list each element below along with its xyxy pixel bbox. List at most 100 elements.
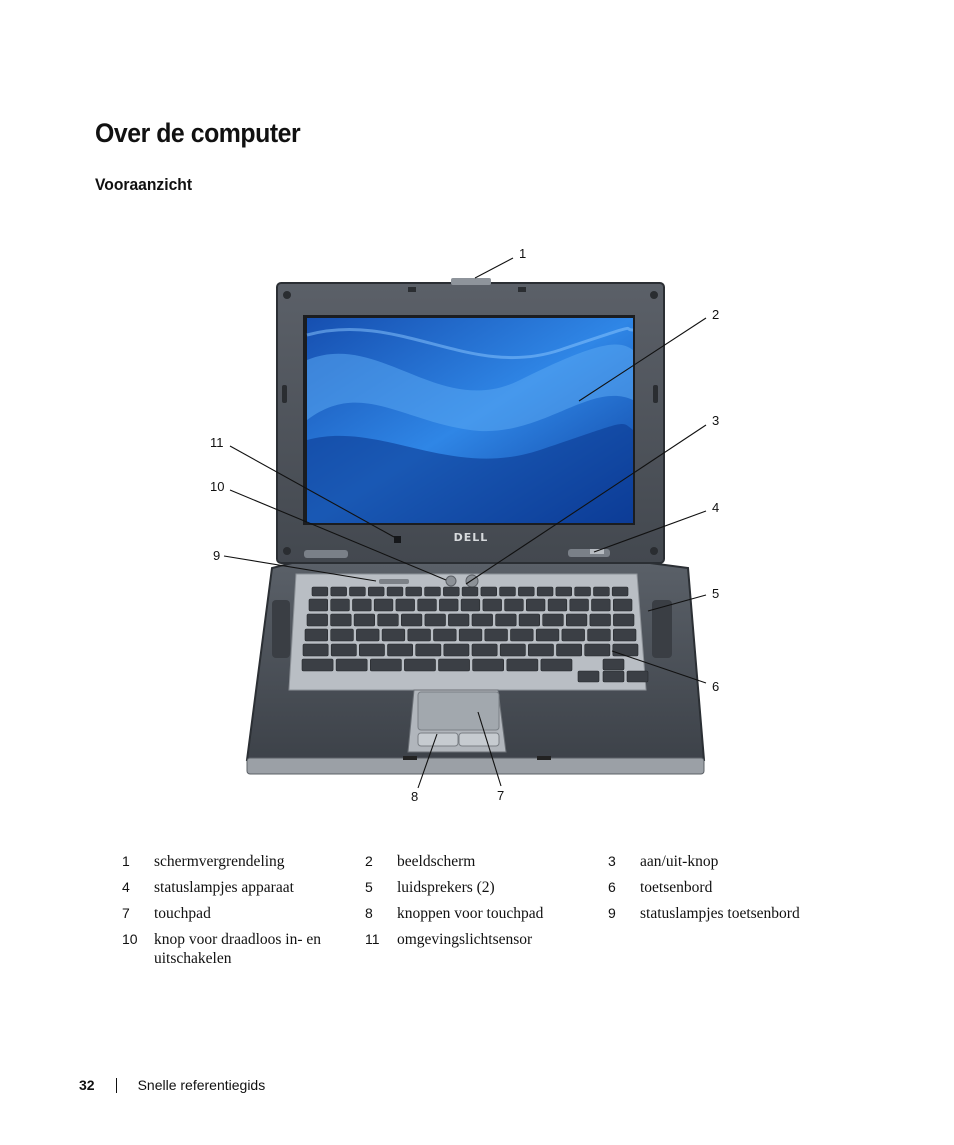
page-number: 32 <box>79 1077 95 1093</box>
footer-doc-title: Snelle referentiegids <box>137 1077 266 1093</box>
keyboard-key <box>443 586 460 597</box>
keyboard-key <box>561 628 585 642</box>
keyboard-key <box>555 586 573 597</box>
keyboard-key <box>591 598 611 612</box>
speaker-right <box>652 600 672 658</box>
keyboard-key <box>460 598 481 612</box>
keyboard-key <box>353 613 376 627</box>
callout-9: 9 <box>213 548 220 563</box>
keyboard-key <box>471 613 493 627</box>
keyboard-key <box>458 628 483 642</box>
keyboard-key <box>367 586 385 597</box>
keyboard-key <box>330 586 347 597</box>
keyboard-key <box>556 643 583 657</box>
callout-10: 10 <box>210 479 224 494</box>
keyboard-key <box>527 643 554 657</box>
keyboard-key <box>612 628 637 642</box>
keyboard-key <box>589 613 611 627</box>
keyboard-status-lights <box>379 579 409 584</box>
keyboard-key <box>415 643 442 657</box>
keyboard-key <box>547 598 568 612</box>
keyboard-key <box>405 586 422 597</box>
keyboard-key <box>506 658 539 672</box>
keyboard-key <box>574 586 591 597</box>
keyboard-key <box>330 598 350 612</box>
keyboard-key <box>495 613 517 627</box>
laptop-front-view-figure: DELL 1 <box>210 246 719 804</box>
keyboard-key <box>612 643 639 657</box>
wireless-switch <box>445 575 457 587</box>
footer-separator <box>115 1077 117 1093</box>
keyboard-key <box>373 598 394 612</box>
keyboard-key <box>433 628 457 642</box>
touchpad-buttons <box>417 732 500 747</box>
keyboard-key <box>301 658 334 672</box>
keyboard-key <box>424 586 441 597</box>
callout-7: 7 <box>497 788 504 803</box>
keyboard-key <box>525 598 546 612</box>
keyboard-key <box>461 586 479 597</box>
callout-11: 11 <box>210 435 224 450</box>
keyboard-key <box>381 628 406 642</box>
ambient-light-sensor <box>394 536 401 543</box>
keyboard-key <box>587 628 611 642</box>
keyboard-key <box>349 586 366 597</box>
arrow-key <box>602 658 625 671</box>
callout-2: 2 <box>712 307 719 322</box>
keyboard-key <box>311 586 329 597</box>
keyboard-key <box>448 613 470 627</box>
keyboard-key <box>400 613 423 627</box>
keyboard-key <box>387 643 414 657</box>
keyboard-key <box>377 613 399 627</box>
keyboard-key <box>482 598 502 612</box>
keyboard-key <box>542 613 564 627</box>
keyboard-key <box>304 628 329 642</box>
keyboard-key <box>593 586 610 597</box>
keyboard-key <box>358 643 385 657</box>
section-title: Vooraanzicht <box>95 175 193 194</box>
keyboard-key <box>369 658 402 672</box>
keyboard-key <box>540 658 573 672</box>
arrow-key <box>577 670 600 683</box>
keyboard-key <box>612 598 633 612</box>
keyboard-key <box>335 658 368 672</box>
keyboard-key <box>504 598 524 612</box>
keyboard-key <box>395 598 415 612</box>
keyboard-key <box>480 586 497 597</box>
keyboard-key <box>535 628 560 642</box>
display-screen <box>306 318 634 523</box>
device-status-lights <box>590 549 604 554</box>
keyboard-key <box>443 643 470 657</box>
keyboard-key <box>484 628 508 642</box>
keyboard-key <box>472 658 505 672</box>
keyboard-key <box>424 613 446 627</box>
keyboard-key <box>518 613 540 627</box>
keyboard-key <box>569 598 589 612</box>
keyboard-key <box>330 613 352 627</box>
page-title: Over de computer <box>95 118 301 148</box>
keyboard-key <box>407 628 431 642</box>
callout-leader-lines <box>223 257 707 789</box>
keyboard-key <box>404 658 436 672</box>
keyboard-key <box>613 613 635 627</box>
keyboard-key <box>565 613 588 627</box>
keyboard-key <box>302 643 329 657</box>
keyboard-key <box>308 598 329 612</box>
callout-1: 1 <box>519 246 526 261</box>
page-footer: 32 Snelle referentiegids <box>79 1077 265 1093</box>
callout-6: 6 <box>712 679 719 694</box>
keyboard-key <box>471 643 498 657</box>
callout-4: 4 <box>712 500 719 515</box>
keyboard-key <box>439 598 459 612</box>
